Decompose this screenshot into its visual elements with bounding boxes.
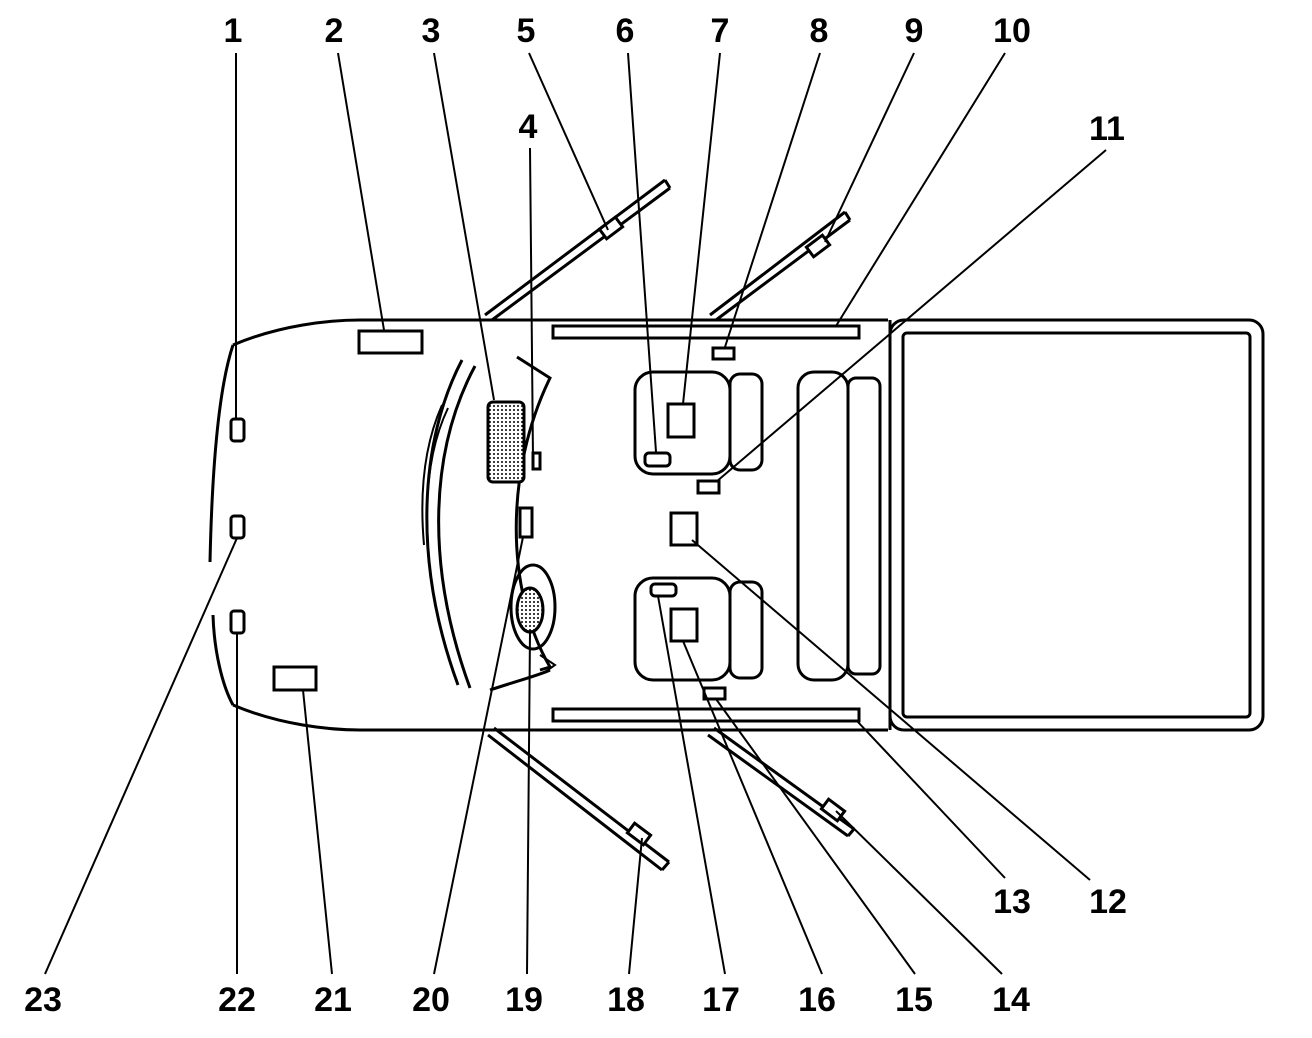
- component-19-steering-wheel: [509, 563, 557, 651]
- callout-4: 4: [519, 108, 538, 146]
- component-20: [518, 506, 534, 539]
- callout-8: 8: [810, 12, 829, 50]
- component-1: [229, 417, 246, 443]
- component-17: [649, 582, 678, 598]
- callout-7: 7: [711, 12, 730, 50]
- callout-1: 1: [224, 12, 243, 50]
- callout-6: 6: [616, 12, 635, 50]
- callout-18: 18: [607, 981, 645, 1019]
- callout-23: 23: [24, 981, 62, 1019]
- component-16: [669, 607, 699, 643]
- callout-19: 19: [505, 981, 543, 1019]
- callout-14: 14: [992, 981, 1030, 1019]
- component-3-passenger-airbag: [486, 400, 526, 484]
- callout-12: 12: [1089, 883, 1127, 921]
- component-11: [696, 479, 721, 495]
- callout-labels: 1 2 3 4 5 6 7 8 9 10 11 12 13 14 15 16 1…: [24, 12, 1127, 1019]
- component-22: [229, 609, 246, 635]
- instrument-panel: [489, 355, 557, 692]
- callout-15: 15: [895, 981, 933, 1019]
- front-door-right: [487, 726, 671, 872]
- callout-16: 16: [798, 981, 836, 1019]
- front-seat-left: [633, 370, 764, 476]
- rear-door-left: [709, 210, 852, 322]
- right-side-rail: [551, 707, 861, 723]
- callout-11: 11: [1089, 110, 1125, 148]
- cargo-bed: [888, 318, 1265, 732]
- component-6: [643, 451, 672, 468]
- component-2: [357, 329, 424, 355]
- front-door-left: [484, 178, 672, 322]
- component-23: [229, 514, 246, 540]
- callout-17: 17: [702, 981, 740, 1019]
- callout-20: 20: [412, 981, 450, 1019]
- callout-2: 2: [325, 12, 344, 50]
- front-seat-right: [633, 576, 764, 682]
- component-7: [666, 402, 696, 439]
- callout-22: 22: [218, 981, 256, 1019]
- component-21: [272, 665, 318, 692]
- callout-21: 21: [314, 981, 352, 1019]
- component-4: [531, 451, 542, 471]
- left-side-rail: [551, 324, 861, 340]
- leader-lines: [44, 52, 1107, 975]
- callout-10: 10: [993, 12, 1031, 50]
- callout-5: 5: [517, 12, 536, 50]
- windshield: [421, 359, 477, 689]
- callout-3: 3: [422, 12, 441, 50]
- rear-bench-seat: [796, 370, 882, 682]
- callout-13: 13: [993, 883, 1031, 921]
- callout-9: 9: [905, 12, 924, 50]
- rear-door-right: [707, 726, 856, 838]
- component-8: [711, 346, 736, 361]
